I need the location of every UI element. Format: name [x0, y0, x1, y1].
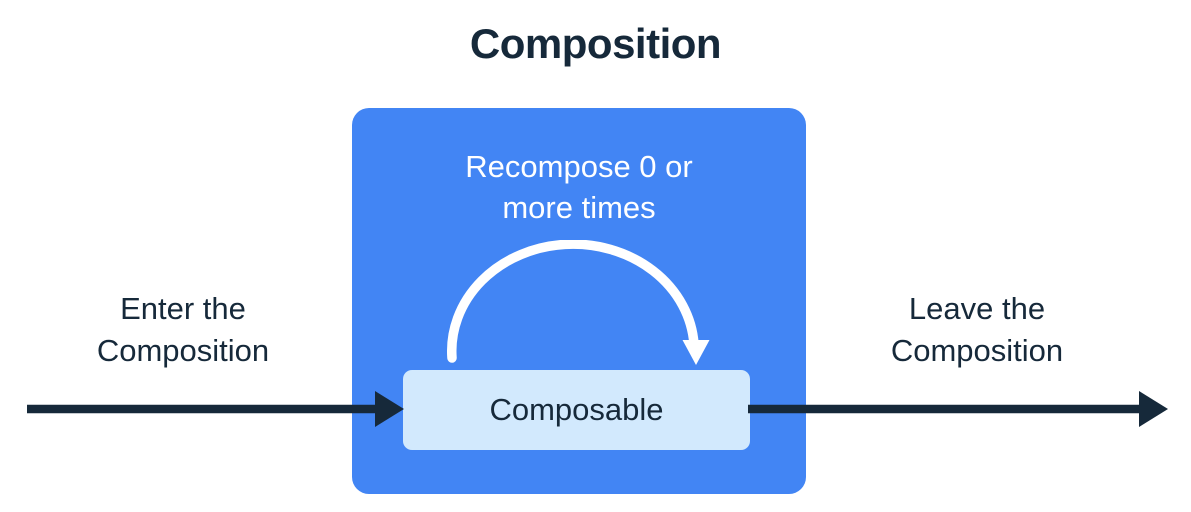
composable-label: Composable	[489, 392, 664, 427]
recompose-caption-line-1: Recompose 0 or	[465, 149, 693, 184]
page-title: Composition	[469, 20, 722, 67]
leave-composition-caption: Leave the Composition	[812, 288, 1142, 372]
leave-caption-line-2: Composition	[890, 333, 1064, 368]
leave-composition-arrow-icon	[748, 391, 1168, 427]
leave-caption-line-1: Leave the	[908, 291, 1046, 326]
enter-caption-line-1: Enter the	[120, 291, 246, 326]
enter-composition-arrow-icon	[27, 391, 404, 427]
enter-caption-line-2: Composition	[96, 333, 270, 368]
enter-composition-caption: Enter the Composition	[20, 288, 346, 372]
recompose-loop-arrow-icon	[446, 240, 710, 365]
composable-box: Composable	[403, 370, 750, 450]
recompose-caption-line-2: more times	[502, 190, 656, 225]
recompose-caption: Recompose 0 or more times	[352, 146, 806, 228]
